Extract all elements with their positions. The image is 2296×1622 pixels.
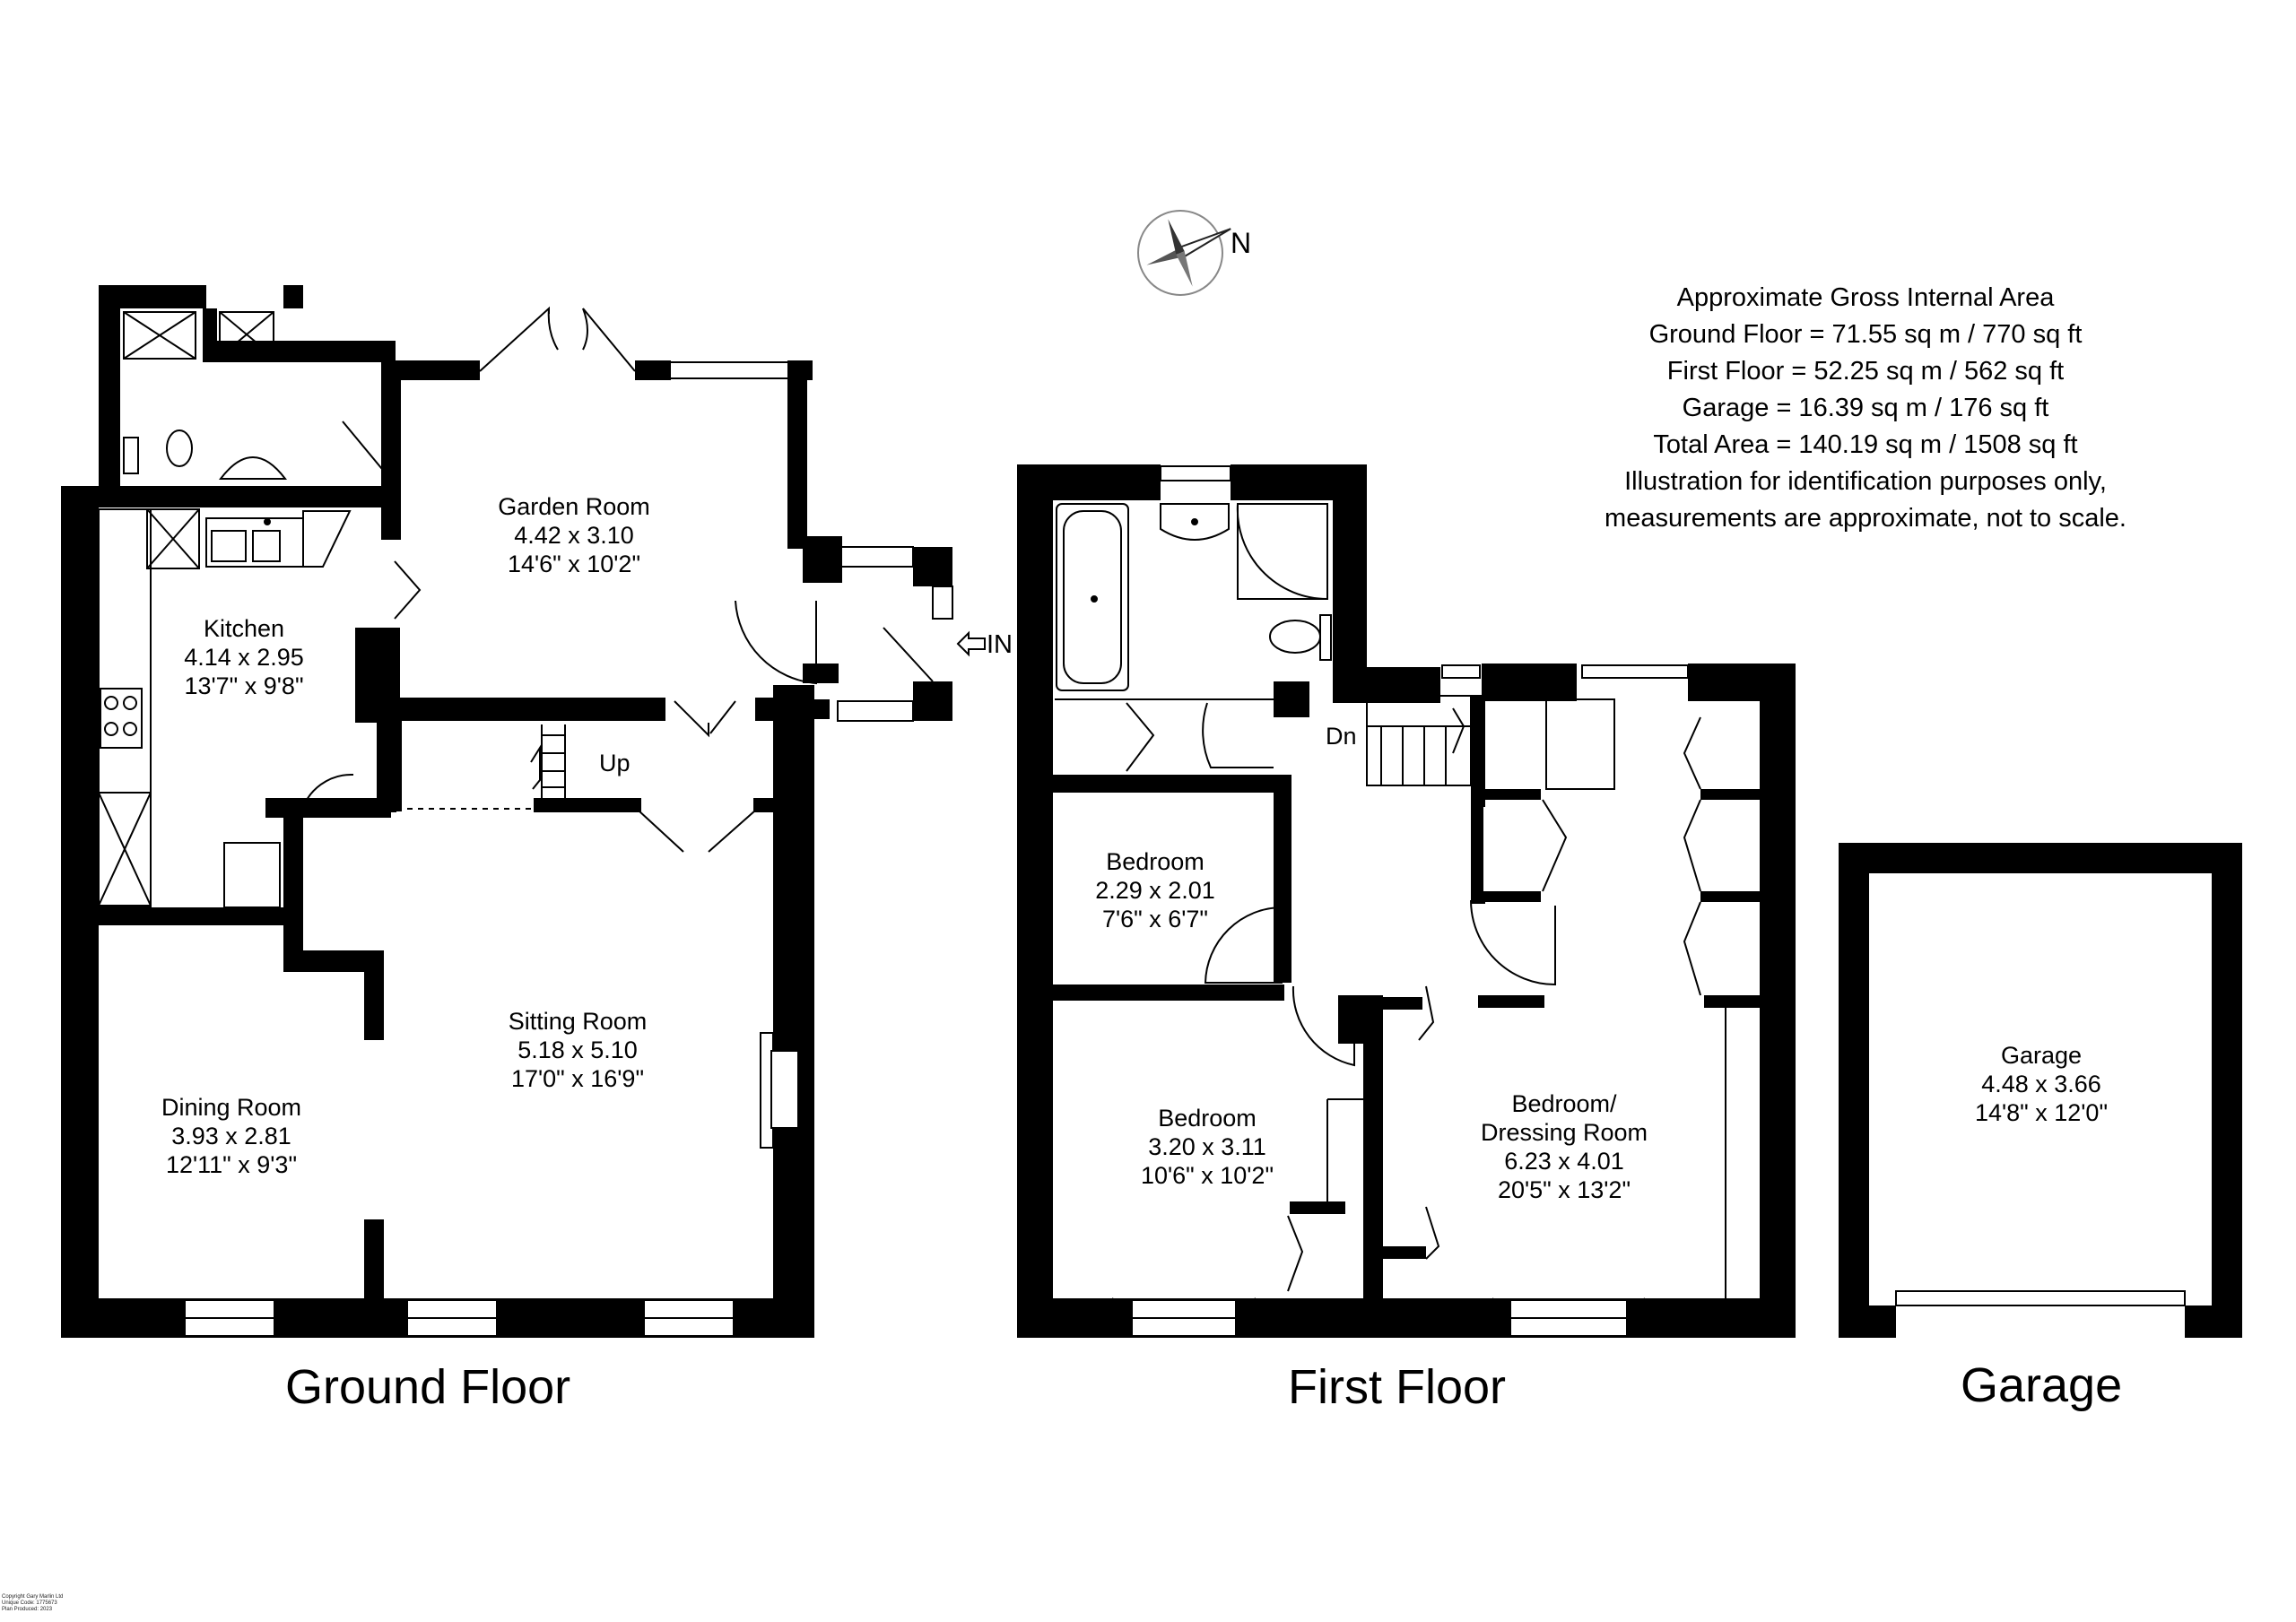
room-kitchen: Kitchen 4.14 x 2.95 13'7" x 9'8" [184,615,304,699]
room-bedroom-dressing: Bedroom/ Dressing Room 6.23 x 4.01 20'5"… [1481,1090,1648,1203]
garage-walls [1839,843,2242,1338]
footnote-line-2: Unique Code: 1775673 [2,1600,57,1606]
stairs-up-label: Up [599,750,631,776]
room-name: Dining Room [161,1094,301,1121]
room-imperial: 12'11" x 9'3" [166,1151,297,1178]
room-imperial: 20'5" x 13'2" [1498,1176,1631,1203]
room-name: Garden Room [498,493,650,520]
room-name: Bedroom/ [1511,1090,1617,1117]
room-name: Bedroom [1158,1105,1257,1132]
room-sitting-room: Sitting Room 5.18 x 5.10 17'0" x 16'9" [509,1008,648,1092]
area-summary: Approximate Gross Internal Area Ground F… [1471,280,2260,537]
area-first-floor: First Floor = 52.25 sq m / 562 sq ft [1666,357,2065,386]
room-name: Garage [2001,1042,2082,1069]
ground-floor-fixtures [98,306,953,1337]
room-metric: 4.14 x 2.95 [184,644,304,671]
first-floor-fixtures [1018,465,1726,1337]
room-metric: 4.48 x 3.66 [1981,1071,2101,1097]
room-labels: Garden Room 4.42 x 3.10 14'6" x 10'2" Ki… [161,493,2108,1203]
entrance-label: IN [987,630,1013,659]
area-heading: Approximate Gross Internal Area [1676,283,2055,312]
compass-north-label: N [1231,227,1251,259]
garage-door [1895,1290,2186,1306]
compass-rose-icon [1137,210,1231,296]
area-garage: Garage = 16.39 sq m / 176 sq ft [1682,394,2049,422]
room-metric: 5.18 x 5.10 [517,1037,638,1063]
first-floor-walls [1017,464,1796,1338]
room-name: Sitting Room [509,1008,648,1035]
area-total: Total Area = 140.19 sq m / 1508 sq ft [1653,430,2078,459]
room-metric: 3.20 x 3.11 [1148,1133,1266,1160]
ground-floor-title: Ground Floor [285,1360,571,1414]
room-metric: 3.93 x 2.81 [171,1123,291,1149]
room-metric: 2.29 x 2.01 [1095,877,1215,904]
room-dining-room: Dining Room 3.93 x 2.81 12'11" x 9'3" [161,1094,301,1178]
room-name: Kitchen [204,615,284,642]
ground-floor-walls [61,285,952,1338]
room-imperial: 14'6" x 10'2" [508,551,640,577]
room-garden-room: Garden Room 4.42 x 3.10 14'6" x 10'2" [498,493,650,577]
room-imperial: 14'8" x 12'0" [1975,1099,2108,1126]
room-imperial: 10'6" x 10'2" [1141,1162,1274,1189]
room-name-2: Dressing Room [1481,1119,1648,1146]
copyright-footnote: Copyright Gary Marlin Ltd Unique Code: 1… [2,1594,63,1613]
area-ground-floor: Ground Floor = 71.55 sq m / 770 sq ft [1648,320,2083,349]
room-metric: 4.42 x 3.10 [514,522,634,549]
disclaimer-line-1: Illustration for identification purposes… [1624,467,2107,496]
entrance-arrow-icon [956,630,986,657]
room-imperial: 7'6" x 6'7" [1102,906,1208,932]
stairs-down-label: Dn [1326,723,1357,750]
room-garage: Garage 4.48 x 3.66 14'8" x 12'0" [1975,1042,2108,1126]
disclaimer-line-2: measurements are approximate, not to sca… [1605,504,2126,533]
footnote-line-3: Plan Produced: 2023 [2,1607,53,1612]
room-bedroom-small: Bedroom 2.29 x 2.01 7'6" x 6'7" [1095,848,1215,932]
room-imperial: 17'0" x 16'9" [511,1065,644,1092]
room-name: Bedroom [1106,848,1205,875]
room-imperial: 13'7" x 9'8" [184,672,303,699]
room-metric: 6.23 x 4.01 [1504,1148,1624,1175]
garage-title: Garage [1961,1358,2123,1412]
footnote-line-1: Copyright Gary Marlin Ltd [2,1594,64,1600]
first-floor-title: First Floor [1288,1360,1506,1414]
room-bedroom-mid: Bedroom 3.20 x 3.11 10'6" x 10'2" [1141,1105,1274,1189]
